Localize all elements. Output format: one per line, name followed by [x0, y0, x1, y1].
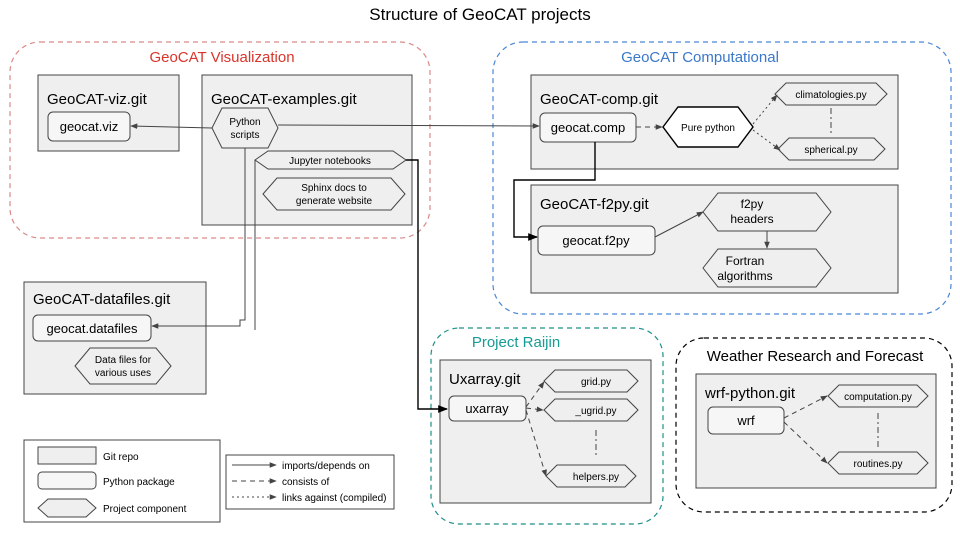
- edge-scripts-to-viz: [130, 123, 213, 129]
- group-title-wrf: Weather Research and Forecast: [707, 348, 924, 365]
- component-ugrid: _ugrid.py: [543, 398, 639, 422]
- edge-scripts-to-datafiles: [151, 148, 246, 329]
- repo-title-uxarray: Uxarray.git: [449, 371, 521, 388]
- component-grid: grid.py: [543, 369, 639, 393]
- component-sphinx-docs: Sphinx docs to generate website: [262, 177, 406, 211]
- svg-text:various uses: various uses: [95, 368, 151, 379]
- component-helpers: helpers.py: [545, 464, 637, 488]
- component-python-scripts: Python scripts: [211, 107, 279, 149]
- svg-text:Pure python: Pure python: [681, 123, 735, 134]
- edge-uxarray-to-helpers: [525, 409, 547, 477]
- repo-title-viz: GeoCAT-viz.git: [47, 91, 148, 108]
- svg-text:f2py: f2py: [741, 197, 764, 211]
- legend-git-repo: Git repo: [103, 452, 139, 463]
- svg-text:climatologies.py: climatologies.py: [795, 90, 866, 101]
- group-title-comp: GeoCAT Computational: [621, 49, 779, 66]
- package-geocat-datafiles: geocat.datafiles: [32, 314, 152, 342]
- group-title-raijin: Project Raijin: [472, 334, 560, 351]
- svg-text:geocat.viz: geocat.viz: [60, 119, 119, 134]
- package-uxarray: uxarray: [448, 395, 527, 422]
- svg-text:routines.py: routines.py: [854, 459, 903, 470]
- group-geocat-visualization: GeoCAT Visualization: [9, 41, 431, 239]
- component-spherical: spherical.py: [777, 137, 886, 161]
- repo-title-datafiles: GeoCAT-datafiles.git: [33, 291, 171, 308]
- svg-text:algorithms: algorithms: [717, 269, 772, 283]
- component-routines: routines.py: [827, 451, 929, 475]
- group-weather-research-forecast: Weather Research and Forecast: [675, 337, 953, 513]
- diagram-title: Structure of GeoCAT projects: [369, 5, 590, 24]
- edge-scripts-to-comp: [277, 123, 540, 129]
- group-project-raijin: Project Raijin: [430, 327, 664, 525]
- component-jupyter-notebooks: Jupyter notebooks: [254, 150, 407, 170]
- package-geocat-f2py: geocat.f2py: [537, 225, 656, 256]
- component-data-files: Data files for various uses: [74, 347, 172, 385]
- repo-title-f2py: GeoCAT-f2py.git: [540, 196, 649, 213]
- svg-text:Jupyter notebooks: Jupyter notebooks: [289, 156, 371, 167]
- svg-text:scripts: scripts: [231, 130, 260, 141]
- component-climatologies: climatologies.py: [774, 82, 888, 106]
- group-title-viz: GeoCAT Visualization: [149, 49, 294, 66]
- edge-f2py-to-headers: [654, 211, 704, 238]
- svg-text:geocat.comp: geocat.comp: [551, 120, 625, 135]
- legend-imports: imports/depends on: [282, 461, 370, 472]
- svg-text:geocat.datafiles: geocat.datafiles: [46, 321, 138, 336]
- svg-text:helpers.py: helpers.py: [573, 472, 619, 483]
- svg-text:Fortran: Fortran: [726, 254, 765, 268]
- repo-title-examples: GeoCAT-examples.git: [211, 91, 357, 108]
- svg-text:Data files for: Data files for: [95, 355, 152, 366]
- repo-title-wrf: wrf-python.git: [704, 385, 796, 402]
- legend-project-component: Project component: [103, 504, 187, 515]
- component-pure-python: Pure python: [662, 106, 754, 148]
- repo-title-comp: GeoCAT-comp.git: [540, 91, 659, 108]
- component-fortran-algorithms: Fortran algorithms: [702, 248, 832, 288]
- legend-consists: consists of: [282, 477, 329, 488]
- svg-text:generate website: generate website: [296, 196, 373, 207]
- edge-wrf-to-computation: [783, 395, 828, 419]
- edge-comp-to-f2py: [513, 142, 596, 241]
- package-geocat-viz: geocat.viz: [47, 111, 131, 142]
- svg-text:wrf: wrf: [736, 413, 755, 428]
- component-f2py-headers: f2py headers: [702, 192, 832, 232]
- svg-text:spherical.py: spherical.py: [804, 145, 857, 156]
- package-geocat-comp: geocat.comp: [539, 112, 637, 143]
- svg-text:Sphinx docs to: Sphinx docs to: [301, 183, 367, 194]
- edge-wrf-to-routines: [783, 421, 828, 464]
- component-computation: computation.py: [827, 384, 929, 408]
- edge-pure-to-climatologies: [752, 94, 778, 125]
- svg-text:headers: headers: [730, 212, 773, 226]
- edge-notebooks-to-uxarray: [406, 159, 448, 413]
- legend-links: links against (compiled): [282, 493, 387, 504]
- svg-text:uxarray: uxarray: [465, 401, 509, 416]
- legend-python-package: Python package: [103, 477, 175, 488]
- svg-text:Python: Python: [229, 117, 260, 128]
- edge-uxarray-to-ugrid: [525, 406, 544, 413]
- svg-text:computation.py: computation.py: [844, 392, 912, 403]
- group-geocat-computational: GeoCAT Computational: [492, 41, 952, 315]
- svg-text:geocat.f2py: geocat.f2py: [562, 233, 630, 248]
- package-wrf: wrf: [707, 406, 785, 435]
- svg-text:grid.py: grid.py: [581, 377, 611, 388]
- edge-pure-to-spherical: [752, 129, 781, 151]
- svg-text:_ugrid.py: _ugrid.py: [574, 406, 616, 417]
- legend: Git repo Python package Project componen…: [23, 439, 395, 523]
